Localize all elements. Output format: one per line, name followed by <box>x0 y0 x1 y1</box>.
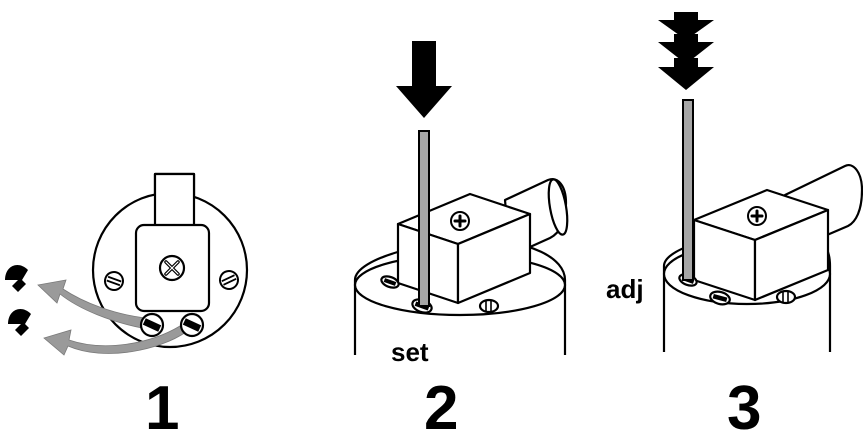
adjust-screw-icon <box>449 210 471 232</box>
step-3-label: adj <box>606 274 644 304</box>
step-1-panel: 1 <box>5 172 249 436</box>
curved-removal-arrow-upper-icon <box>37 279 146 329</box>
step-2-panel: set 2 <box>353 41 569 436</box>
center-screw-icon <box>158 254 186 282</box>
curved-removal-arrow-lower-icon <box>43 325 187 356</box>
side-screw-left-icon <box>104 271 124 291</box>
step-3-number: 3 <box>727 374 761 436</box>
mounting-screw-2-icon <box>179 312 205 338</box>
adjust-screw-3-icon <box>746 205 768 227</box>
step-2-number: 2 <box>424 374 458 436</box>
step-2-label: set <box>391 337 429 367</box>
triple-down-arrow-icon <box>658 12 714 90</box>
step-3-panel: adj 3 <box>606 12 863 436</box>
mounting-screw-1-icon <box>139 312 165 338</box>
down-arrow-icon <box>396 41 452 118</box>
removed-screw-upper-icon <box>5 265 28 292</box>
side-screw-right-icon <box>219 270 239 290</box>
housing-side <box>456 212 532 305</box>
step-1-number: 1 <box>145 374 179 436</box>
hex-key-3-icon <box>682 99 694 281</box>
hex-key-icon <box>418 130 430 307</box>
removed-screw-lower-icon <box>8 309 31 336</box>
